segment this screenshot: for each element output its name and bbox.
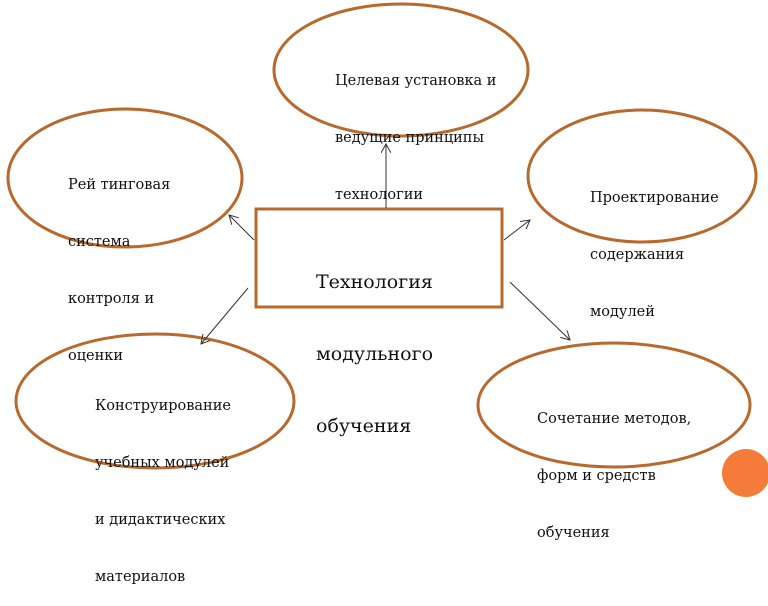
node-line: контроля и <box>68 291 155 307</box>
node-line: модулей <box>590 304 655 320</box>
node-line: Рей тинговая <box>68 177 171 193</box>
node-ellipse-right <box>526 108 758 244</box>
node-line: обучения <box>537 525 610 541</box>
node-line: материалов <box>95 569 186 585</box>
node-label-bottom-left: Конструирование учебных модулей и дидакт… <box>95 359 231 606</box>
node-label-top: Целевая установка и ведущие принципы тех… <box>335 34 496 224</box>
node-line: оценки <box>68 348 124 364</box>
node-label-bottom-right: Сочетание методов, форм и средств обучен… <box>537 372 691 562</box>
decorative-orange-circle <box>722 449 768 497</box>
node-ellipse-bottom-left <box>14 332 296 470</box>
node-ellipse-left <box>6 107 244 249</box>
node-label-left: Рей тинговая система контроля и оценки <box>68 138 170 385</box>
arrow-to-bottom-right <box>509 281 570 340</box>
node-ellipse-top <box>272 2 530 138</box>
node-line: Целевая установка и <box>335 73 497 89</box>
arrow-to-bottom-left <box>201 287 249 344</box>
node-ellipse-bottom-right <box>476 341 752 469</box>
center-line: обучения <box>316 415 412 437</box>
node-line: технологии <box>335 187 424 203</box>
arrow-to-left <box>229 215 255 241</box>
center-box <box>254 207 504 309</box>
center-label: Технология модульного обучения <box>316 222 433 462</box>
node-line: учебных модулей <box>95 455 230 471</box>
node-line: система <box>68 234 131 250</box>
node-line: Конструирование <box>95 398 231 414</box>
node-line: Сочетание методов, <box>537 411 692 427</box>
arrow-to-right <box>503 220 530 241</box>
center-line: Технология <box>316 271 433 293</box>
node-label-right: Проектирование содержания модулей <box>590 151 719 341</box>
center-line: модульного <box>316 343 434 365</box>
node-line: Проектирование <box>590 190 719 206</box>
diagram-canvas <box>6 2 768 497</box>
node-line: ведущие принципы <box>335 130 485 146</box>
node-line: и дидактических <box>95 512 226 528</box>
node-line: содержания <box>590 247 685 263</box>
node-line: форм и средств <box>537 468 656 484</box>
